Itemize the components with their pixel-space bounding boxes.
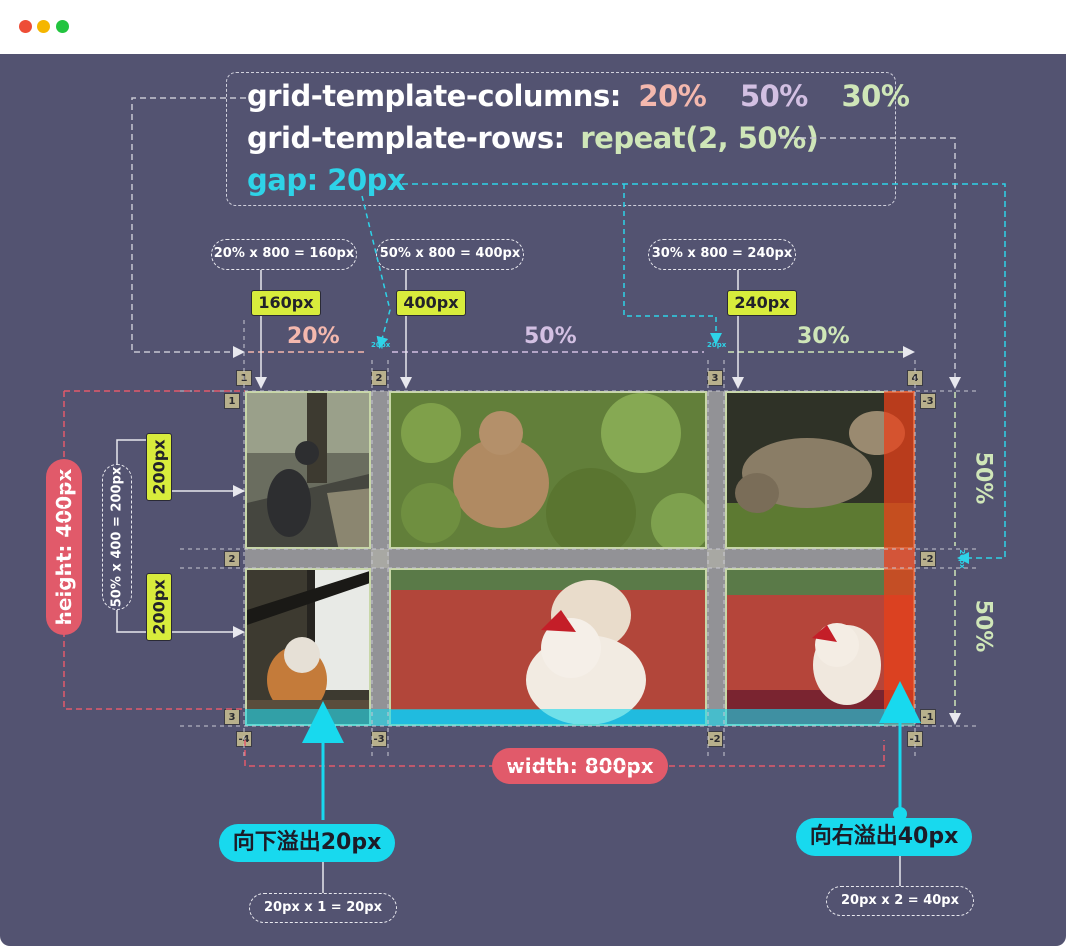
rows-property: grid-template-rows: bbox=[247, 121, 565, 155]
maximize-window-button[interactable] bbox=[56, 20, 69, 33]
row-line-neg2: -2 bbox=[920, 551, 936, 567]
code-line-columns: grid-template-columns: 20% 50% 30% bbox=[247, 79, 910, 113]
col1-formula: 20% x 800 = 160px bbox=[211, 239, 357, 270]
cat-statue-photo bbox=[247, 393, 369, 547]
col2-size-tag: 400px bbox=[396, 290, 466, 316]
col1-size-tag: 160px bbox=[251, 290, 321, 316]
col1-percent-label: 20% bbox=[287, 324, 340, 349]
columns-value-3: 30% bbox=[841, 79, 910, 113]
columns-value-2: 50% bbox=[739, 79, 808, 113]
columns-property: grid-template-columns: bbox=[247, 79, 621, 113]
rows-value: repeat(2, 50%) bbox=[580, 121, 819, 155]
col3-formula: 30% x 800 = 240px bbox=[648, 239, 796, 270]
grid-cell-3 bbox=[725, 391, 915, 549]
overflow-down-text: 向下溢出 bbox=[232, 830, 321, 855]
grid-cell-1 bbox=[245, 391, 371, 549]
row1-size-tag: 200px bbox=[146, 433, 172, 501]
col-line-2: 2 bbox=[371, 370, 387, 386]
persian-cat-santa-hat-photo bbox=[391, 570, 705, 724]
bottom-overflow-area bbox=[245, 709, 915, 726]
col2-formula: 50% x 800 = 400px bbox=[376, 239, 524, 270]
code-line-rows: grid-template-rows: repeat(2, 50%) bbox=[247, 121, 819, 155]
code-line-gap: gap: 20px bbox=[247, 163, 406, 197]
grid-cell-5 bbox=[389, 568, 707, 726]
overflow-right-px: 40px bbox=[897, 824, 959, 849]
col3-size-tag: 240px bbox=[727, 290, 797, 316]
overflow-right-formula: 20px x 2 = 40px bbox=[826, 886, 974, 916]
row2-size-tag: 200px bbox=[146, 573, 172, 641]
row-formula: 50% x 400 = 200px bbox=[102, 464, 132, 610]
row-line-neg3: -3 bbox=[920, 393, 936, 409]
overflow-down-px: 20px bbox=[320, 830, 382, 855]
close-window-button[interactable] bbox=[19, 20, 32, 33]
col-gap2-label: 20px bbox=[707, 341, 727, 349]
minimize-window-button[interactable] bbox=[37, 20, 50, 33]
row-line-2: 2 bbox=[224, 551, 240, 567]
right-overflow-area bbox=[884, 391, 915, 726]
col-line-neg2: -2 bbox=[707, 731, 723, 747]
col3-percent-label: 30% bbox=[797, 324, 850, 349]
overflow-down-label: 向下溢出20px bbox=[219, 824, 395, 862]
row-line-1: 1 bbox=[224, 393, 240, 409]
overflow-down-formula: 20px x 1 = 20px bbox=[249, 893, 397, 923]
overflow-right-text: 向右溢出 bbox=[809, 824, 898, 849]
col2-percent-label: 50% bbox=[524, 324, 577, 349]
lynx-kitten-photo bbox=[391, 393, 705, 547]
grid-cell-2 bbox=[389, 391, 707, 549]
row-gap bbox=[245, 549, 915, 568]
overflow-right-label: 向右溢出40px bbox=[796, 818, 972, 856]
css-code-panel: grid-template-columns: 20% 50% 30% grid-… bbox=[226, 72, 910, 206]
columns-value-1: 20% bbox=[638, 79, 707, 113]
tabby-kitten-photo bbox=[727, 393, 913, 547]
